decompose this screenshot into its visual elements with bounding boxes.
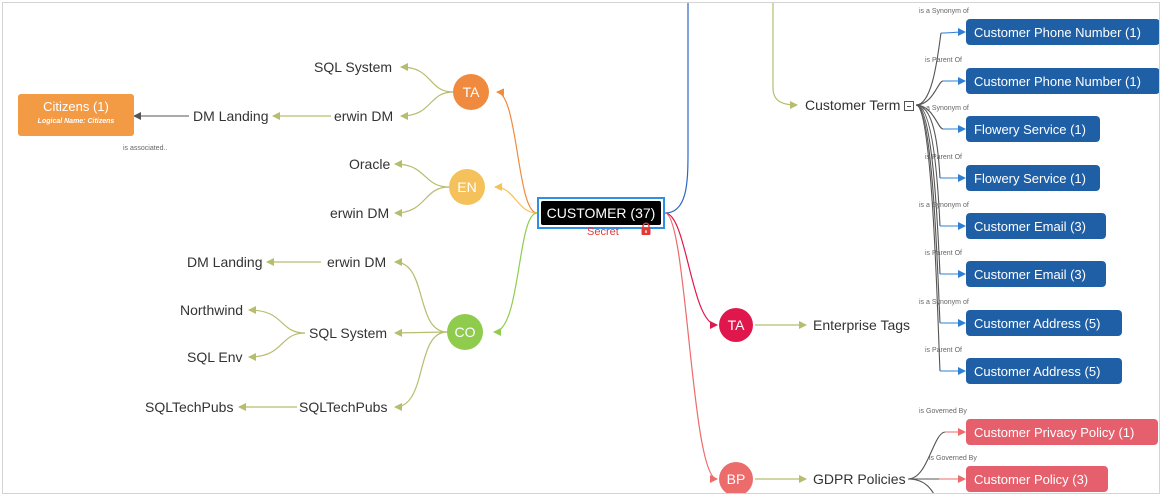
center-node[interactable]: CUSTOMER (37) <box>537 197 665 229</box>
leaf-sql-system-co[interactable]: SQL System <box>309 325 388 341</box>
link-center-bp <box>664 212 718 483</box>
link-co-sql-system <box>394 328 448 337</box>
leaf-oracle[interactable]: Oracle <box>349 156 391 172</box>
collapse-toggle[interactable] <box>904 101 914 111</box>
leaf-northwind[interactable]: Northwind <box>180 302 244 318</box>
term-node[interactable]: Customer Address (5) <box>966 310 1122 336</box>
term-node[interactable]: Customer Phone Number (1) <box>966 19 1159 45</box>
leaf-erwin-dm-ta[interactable]: erwin DM <box>334 108 394 124</box>
link-center-ta-right <box>664 212 718 329</box>
policy-node[interactable]: Customer Policy (3) <box>966 466 1108 492</box>
citizens-relation-label: is associated.. <box>123 145 168 152</box>
center-count: (37) <box>630 205 656 221</box>
term-node[interactable]: Flowery Service (1) <box>966 116 1100 142</box>
leaf-sql-system[interactable]: SQL System <box>314 59 393 75</box>
center-label: CUSTOMER <box>546 205 627 221</box>
leaf-sqltechpubs-near[interactable]: SQLTechPubs <box>299 399 388 415</box>
leaf-sqltechpubs-far[interactable]: SQLTechPubs <box>145 399 234 415</box>
term-relation-label: is Parent Of <box>925 250 962 257</box>
customer-term-label[interactable]: Customer Term <box>805 97 901 113</box>
bp-badge[interactable]: BP <box>719 462 753 493</box>
leaf-dm-landing-ta[interactable]: DM Landing <box>193 108 269 124</box>
term-relation-label: is a Synonym of <box>919 8 969 15</box>
term-relation-label: is Parent Of <box>925 154 962 161</box>
term-connectors <box>915 28 966 375</box>
co-badge[interactable]: CO <box>447 314 483 350</box>
citizens-logical-name: Logical Name: Citizens <box>37 118 115 125</box>
co-badge-label: CO <box>454 324 476 340</box>
link-ta-erwin <box>400 91 454 120</box>
bp-badge-label: BP <box>726 471 746 487</box>
term-node[interactable]: Customer Address (5) <box>966 358 1122 384</box>
link-en-erwin <box>394 186 450 217</box>
link-en-oracle <box>394 160 450 188</box>
link-sql-system-sql-env <box>248 332 306 361</box>
term-node[interactable]: Customer Email (3) <box>966 261 1106 287</box>
link-center-up <box>664 3 689 214</box>
link-center-en <box>494 183 538 214</box>
term-node[interactable]: Customer Phone Number (1) <box>966 68 1159 94</box>
citizens-title: Citizens (1) <box>43 99 109 114</box>
center-node-body: CUSTOMER (37) <box>541 201 661 225</box>
link-co-erwin <box>394 258 448 333</box>
link-co-techpubs <box>394 331 448 411</box>
ta-badge-label: TA <box>462 84 480 100</box>
leaf-dm-landing-co[interactable]: DM Landing <box>187 254 263 270</box>
term-relation-label: is Parent Of <box>925 57 962 64</box>
security-tag: Secret <box>587 226 619 238</box>
link-center-co <box>493 212 538 336</box>
term-node[interactable]: Flowery Service (1) <box>966 165 1100 191</box>
link-sql-system-northwind <box>248 306 306 334</box>
leaf-erwin-dm-en[interactable]: erwin DM <box>330 205 390 221</box>
enterprise-tags-label[interactable]: Enterprise Tags <box>813 317 911 333</box>
leaf-sql-env[interactable]: SQL Env <box>187 349 243 365</box>
ta-badge-left[interactable]: TA <box>453 74 489 110</box>
term-relation-label: is a Synonym of <box>919 105 969 112</box>
link-center-ta <box>496 88 538 214</box>
link-lines <box>133 3 966 493</box>
term-relation-label: is Parent Of <box>925 347 962 354</box>
ta-right-label: TA <box>727 317 745 333</box>
term-relation-label: is a Synonym of <box>919 202 969 209</box>
ta-badge-right[interactable]: TA <box>719 308 753 342</box>
policy-connectors <box>907 428 966 493</box>
lock-icon <box>639 222 653 236</box>
policy-relation-label: is Governed By <box>919 408 967 415</box>
link-ta-sql-system <box>400 63 454 93</box>
term-node[interactable]: Customer Email (3) <box>966 213 1106 239</box>
en-badge[interactable]: EN <box>449 169 485 205</box>
policy-relation-label: is Governed By <box>929 455 977 462</box>
en-badge-label: EN <box>457 179 477 195</box>
leaf-erwin-dm-co[interactable]: erwin DM <box>327 254 387 270</box>
policy-node[interactable]: Customer Privacy Policy (1) <box>966 419 1158 445</box>
gdpr-policies-label[interactable]: GDPR Policies <box>813 471 906 487</box>
citizens-node[interactable]: Citizens (1) Logical Name: Citizens <box>18 94 134 136</box>
link-customer-term <box>772 3 798 109</box>
term-relation-label: is a Synonym of <box>919 299 969 306</box>
